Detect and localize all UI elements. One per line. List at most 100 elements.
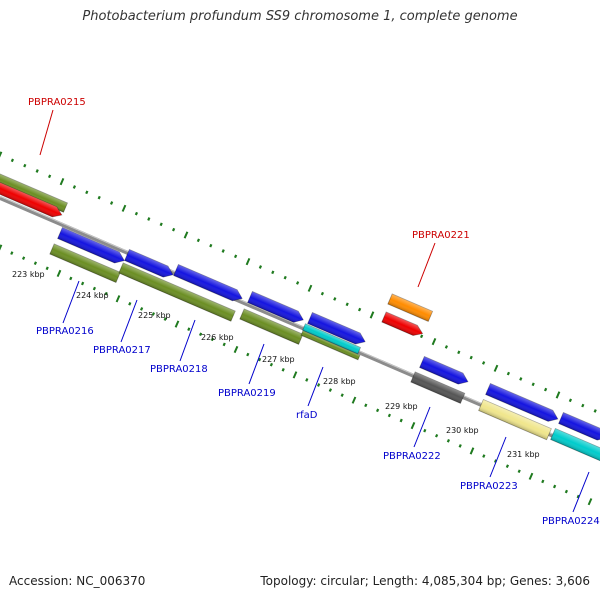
cds-blue-7-shade (485, 383, 558, 422)
outer-minor-tick (221, 249, 225, 253)
leader-line (120, 299, 138, 343)
outer-minor-tick (419, 334, 424, 339)
outer-minor-tick (506, 371, 511, 376)
inner-minor-tick (517, 469, 521, 474)
outer-minor-tick (47, 174, 52, 179)
inner-major-tick (0, 244, 3, 251)
outer-minor-tick (345, 302, 349, 307)
inner-major-tick (233, 345, 239, 354)
gene-grey-shade (410, 371, 465, 404)
inner-minor-tick (80, 281, 85, 286)
cds-blue-4-shade (247, 291, 304, 323)
gene-orange-shade (387, 293, 433, 322)
inner-minor-tick (316, 383, 321, 387)
inner-minor-tick (482, 454, 486, 458)
cds-blue-6 (419, 355, 469, 385)
leader-line (417, 242, 436, 288)
gene-cyan-2-shade (550, 428, 600, 464)
outer-minor-tick (72, 185, 77, 189)
gene-label-inner: PBPRA0218 (150, 364, 208, 375)
cds-blue-4 (247, 290, 304, 323)
outer-minor-tick (568, 398, 573, 403)
outer-minor-tick (134, 211, 139, 216)
leader-line (489, 436, 507, 478)
gene-olive-1-shade (49, 243, 121, 283)
inner-minor-tick (364, 403, 368, 408)
inner-minor-tick (423, 428, 427, 433)
outer-minor-tick (109, 201, 114, 205)
inner-minor-tick (552, 484, 557, 489)
outer-minor-tick (97, 195, 101, 200)
inner-major-tick (410, 421, 416, 430)
cds-blue-3 (173, 263, 243, 302)
gene-cyan-1-shade (302, 323, 361, 354)
tick-label: 231 kbp (507, 450, 540, 459)
inner-minor-tick (128, 301, 132, 306)
outer-minor-tick (481, 361, 486, 365)
gene-olive-4-shade (301, 330, 360, 360)
inner-minor-tick (139, 307, 144, 311)
tick-label: 225 kbp (138, 311, 171, 320)
outer-minor-tick (233, 254, 238, 259)
gene-red-2 (381, 311, 424, 336)
inner-major-tick (528, 472, 534, 480)
gene-label-inner: rfaD (296, 410, 318, 421)
inner-minor-tick (210, 337, 215, 342)
gene-orange (387, 293, 434, 322)
gene-khaki (478, 398, 552, 441)
leader-line (62, 280, 80, 324)
inner-tick-ring (0, 244, 593, 506)
cds-blue-8 (558, 411, 600, 441)
inner-minor-tick (340, 393, 344, 397)
inner-minor-tick (399, 418, 403, 423)
inner-major-tick (292, 371, 298, 379)
outer-tick-ring (0, 151, 597, 413)
inner-minor-tick (269, 362, 274, 367)
tick-label: 226 kbp (201, 333, 234, 342)
gene-olive-2 (118, 262, 236, 322)
outer-minor-tick (444, 345, 449, 349)
cds-blue-7 (485, 382, 559, 422)
cds-blue-5 (307, 311, 366, 345)
inner-minor-tick (33, 261, 38, 266)
inner-minor-tick (446, 438, 451, 443)
tick-label: 227 kbp (262, 355, 295, 364)
leader-line (413, 406, 431, 448)
outer-minor-tick (159, 222, 163, 227)
outer-minor-tick (531, 382, 535, 387)
outer-major-tick (555, 391, 561, 399)
tick-label: 229 kbp (385, 402, 418, 411)
inner-minor-tick (541, 479, 545, 484)
outer-minor-tick (457, 350, 461, 355)
inner-minor-tick (493, 459, 498, 463)
inner-minor-tick (198, 332, 203, 337)
outer-minor-tick (295, 281, 300, 285)
gene-olive-outer-shade (0, 171, 68, 213)
outer-minor-tick (320, 291, 325, 296)
outer-minor-tick (283, 275, 287, 280)
inner-minor-tick (187, 327, 191, 332)
inner-minor-tick (246, 352, 250, 357)
gene-cyan-2 (550, 427, 600, 464)
inner-minor-tick (10, 251, 14, 255)
tick-label: 224 kbp (76, 291, 109, 300)
inner-minor-tick (375, 408, 380, 413)
label-leaders (39, 109, 590, 513)
inner-major-tick (469, 447, 475, 455)
outer-major-tick (369, 311, 375, 319)
gene-label-inner: PBPRA0219 (218, 388, 276, 399)
inner-major-tick (587, 498, 593, 506)
outer-minor-tick (209, 243, 213, 248)
inner-minor-tick (328, 388, 333, 392)
outer-minor-tick (581, 403, 585, 408)
inner-minor-tick (151, 312, 156, 316)
map-title: Photobacterium profundum SS9 chromosome … (82, 9, 518, 24)
leader-line (248, 343, 265, 385)
feature-track (0, 170, 600, 464)
inner-minor-tick (576, 494, 580, 499)
gene-red-outer-shade (0, 179, 62, 217)
gene-olive-3-shade (239, 308, 303, 345)
inner-minor-tick (564, 489, 569, 494)
